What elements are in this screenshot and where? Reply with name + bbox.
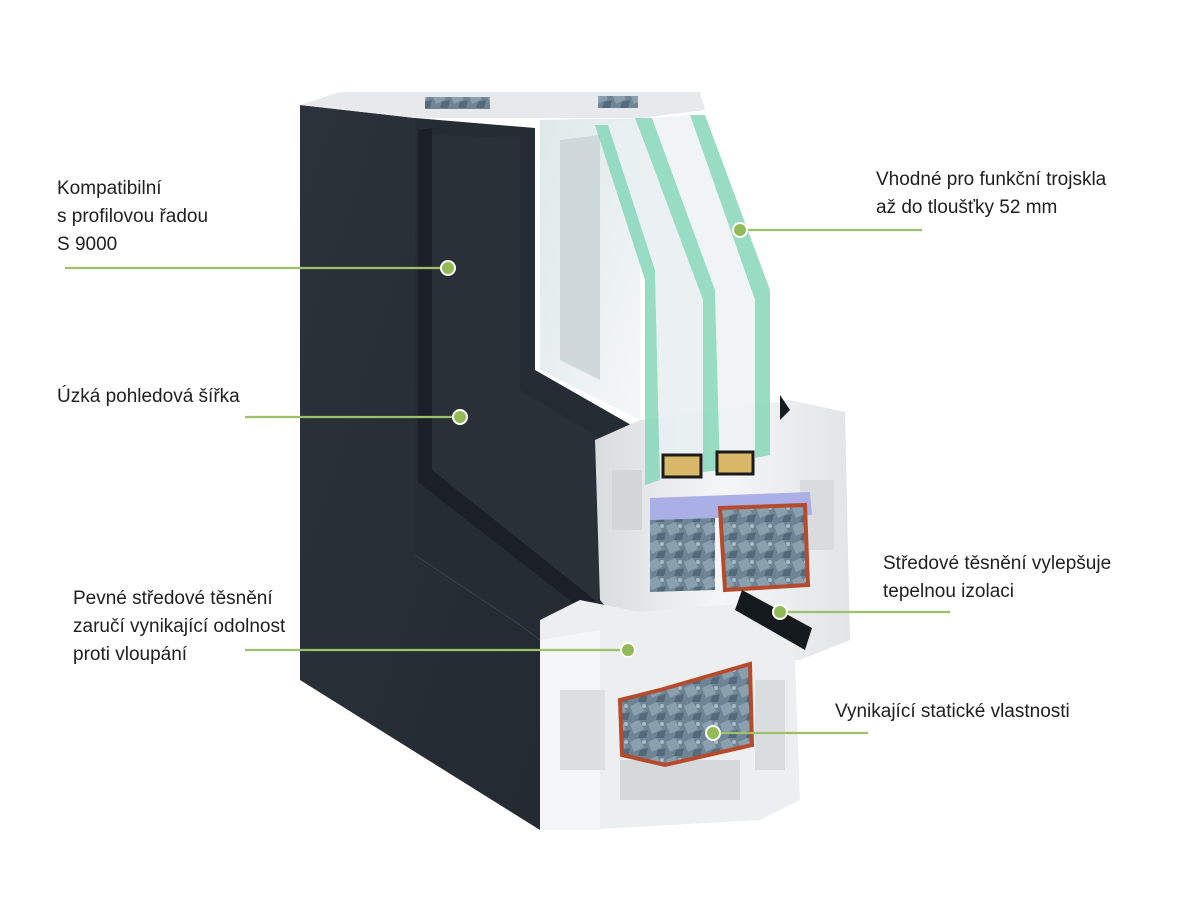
callout-lines — [65, 228, 950, 735]
steel-reinforcement-upper — [650, 502, 811, 593]
callout-compatible: Kompatibilní s profilovou řadou S 9000 — [57, 175, 208, 259]
callout-dot-center-seal-insulation — [772, 604, 788, 620]
callout-line-text: tepelnou izolaci — [883, 581, 1014, 602]
callout-line-text: Pevné středové těsnění — [73, 588, 273, 609]
triple-glazing — [540, 115, 770, 485]
callout-center-seal-security: Pevné středové těsnění zaručí vynikající… — [73, 585, 285, 669]
callout-line-text: Vhodné pro funkční trojskla — [876, 169, 1107, 190]
callout-triple-glazing: Vhodné pro funkční trojskla až do tloušť… — [876, 166, 1106, 222]
callout-dots — [440, 222, 788, 741]
callout-line-text: S 9000 — [57, 234, 118, 255]
callout-line-text: Kompatibilní — [57, 178, 162, 199]
center-seal — [735, 395, 812, 650]
callout-line-text: s profilovou řadou — [57, 206, 209, 227]
callout-center-seal-insulation: Středové těsnění vylepšuje tepelnou izol… — [883, 550, 1111, 606]
callout-dot-narrow-width — [452, 409, 468, 425]
callout-narrow-width: Úzká pohledová šířka — [57, 383, 240, 411]
callout-line-text: Úzká pohledová šířka — [57, 386, 240, 407]
callout-dot-triple-glazing — [732, 222, 748, 238]
callout-line-text: Vynikající statické vlastnosti — [835, 701, 1070, 722]
frame-front-face — [300, 105, 640, 830]
callout-static-properties: Vynikající statické vlastnosti — [835, 698, 1070, 726]
callout-line-text: Středové těsnění vylepšuje — [883, 553, 1112, 574]
callout-line-text: proti vloupání — [73, 644, 188, 665]
callout-dot-center-seal-security — [620, 642, 636, 658]
callout-dot-compatible — [440, 260, 456, 276]
steel-reinforcement-lower — [617, 661, 755, 768]
callout-line-text: zaručí vynikající odolnost — [73, 616, 286, 637]
callout-line-text: až do tloušťky 52 mm — [876, 197, 1058, 218]
callout-dot-static-properties — [705, 725, 721, 741]
